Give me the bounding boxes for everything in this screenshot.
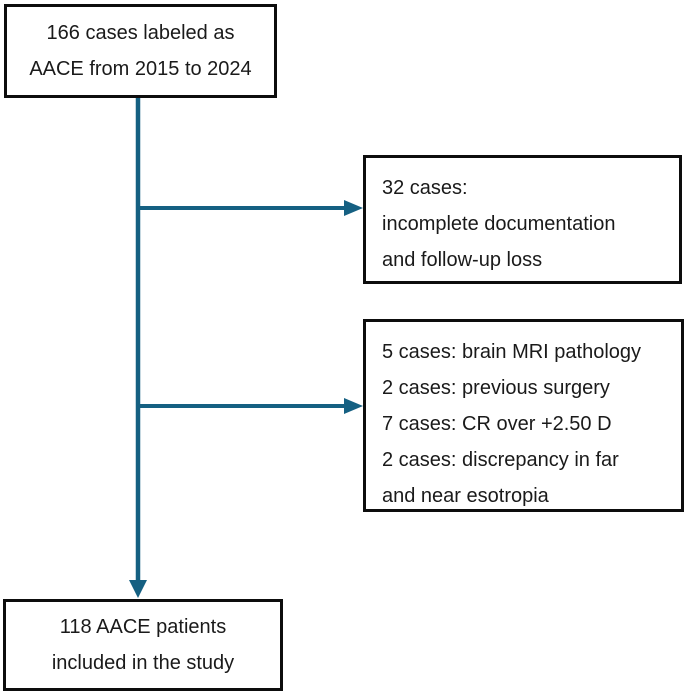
box-exclusion-2: 5 cases: brain MRI pathology 2 cases: pr… (363, 319, 684, 512)
branch-arrow-2 (136, 398, 363, 414)
box-total-cases-line: AACE from 2015 to 2024 (29, 58, 252, 80)
box-included-patients-line: included in the study (51, 652, 235, 674)
box-exclusion-1-line: incomplete documentation (382, 213, 616, 235)
box-exclusion-1-line: and follow-up loss (382, 249, 543, 271)
arrowhead-right-icon (344, 398, 363, 414)
box-exclusion-2-line: 2 cases: discrepancy in far (382, 449, 619, 471)
box-total-cases: 166 cases labeled as AACE from 2015 to 2… (4, 4, 277, 98)
arrowhead-down-icon (129, 580, 147, 598)
box-exclusion-1-line: 32 cases: (382, 177, 468, 199)
box-exclusion-2-line: 2 cases: previous surgery (382, 377, 610, 399)
box-exclusion-2-line: 7 cases: CR over +2.50 D (382, 413, 612, 435)
box-total-cases-line: 166 cases labeled as (46, 22, 235, 44)
box-exclusion-2-line: and near esotropia (382, 485, 549, 507)
arrowhead-right-icon (344, 200, 363, 216)
box-included-patients-line: 118 AACE patients (59, 616, 227, 638)
main-vertical-arrow (129, 97, 147, 598)
box-included-patients: 118 AACE patients included in the study (3, 599, 283, 691)
box-exclusion-2-line: 5 cases: brain MRI pathology (382, 341, 642, 363)
branch-arrow-1 (136, 200, 363, 216)
box-exclusion-1: 32 cases: incomplete documentation and f… (363, 155, 682, 284)
